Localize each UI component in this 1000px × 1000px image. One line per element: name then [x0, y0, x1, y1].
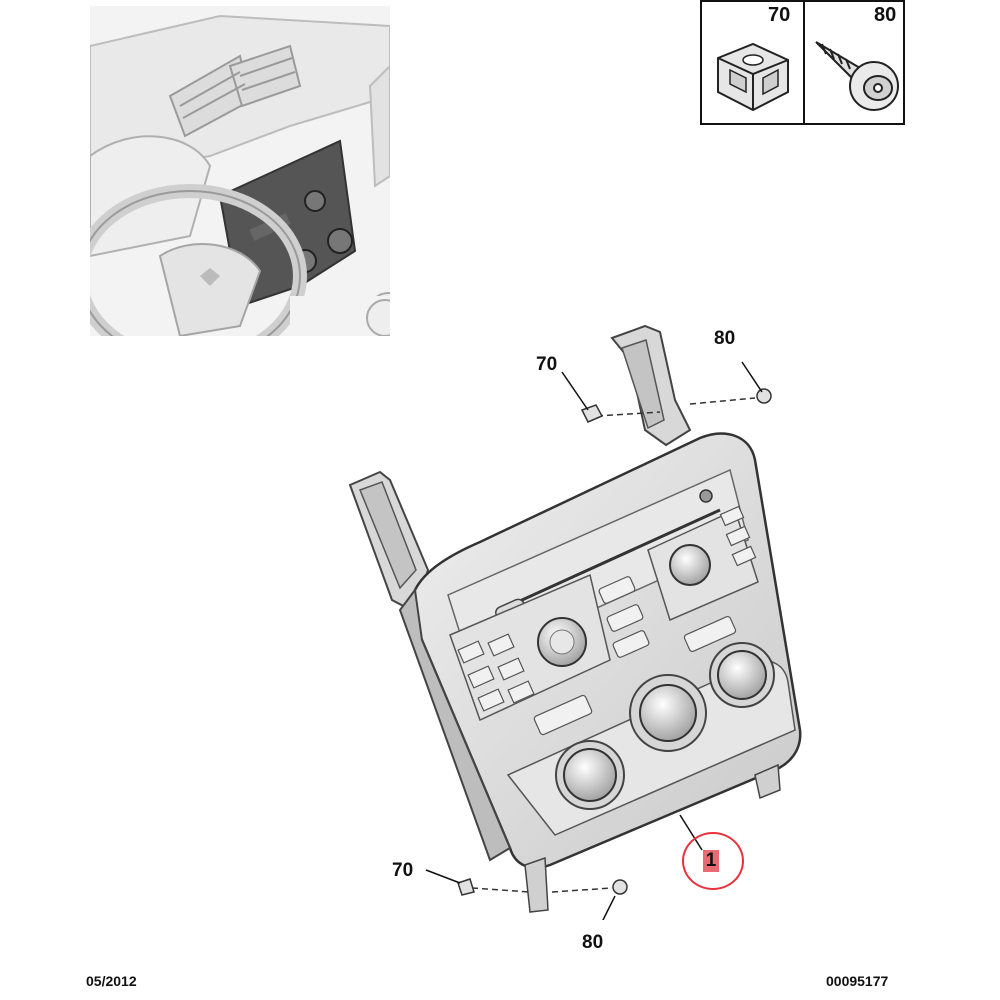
clip-nut-icon [717, 42, 789, 112]
callout-screw-top: 80 [714, 328, 736, 349]
callout-clip-top: 70 [536, 354, 558, 375]
part-1-highlight-circle [682, 832, 744, 890]
part-1-label: 1 [703, 850, 719, 872]
control-panel-exploded-view [348, 324, 802, 920]
footer-date: 05/2012 [86, 973, 137, 989]
parts-legend [700, 0, 905, 125]
legend-ref-clip: 70 [768, 4, 791, 26]
callout-screw-bottom: 80 [582, 932, 604, 953]
callout-clip-bottom: 70 [392, 860, 414, 881]
screw-icon [815, 41, 899, 111]
legend-ref-screw: 80 [874, 4, 897, 26]
dashboard-location-inset [90, 6, 390, 336]
footer-reference: 00095177 [826, 973, 889, 989]
